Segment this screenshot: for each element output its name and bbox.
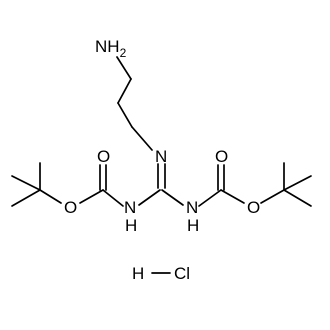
atom-right-carbonyl-o: O xyxy=(215,147,228,166)
bond-right-oester-quatc xyxy=(260,189,285,204)
atom-nh-right-h: H xyxy=(187,216,199,235)
salt-h: H xyxy=(132,264,144,283)
bond-layer xyxy=(11,56,312,274)
bond-nh2-c1 xyxy=(116,56,132,80)
bond-right-carbonyl-oester xyxy=(220,189,245,204)
atom-left-ester-o: O xyxy=(64,198,77,217)
bond-left-carbonyl-oester xyxy=(79,189,104,204)
bond-left-oester-quatc xyxy=(39,189,62,204)
bond-c3-n xyxy=(131,126,153,151)
atom-nh-left-n: N xyxy=(124,198,136,217)
atom-right-ester-o: O xyxy=(247,198,260,217)
bond-right-quatc-me-bottom xyxy=(283,189,312,207)
bond-right-quatc-me-right xyxy=(283,175,312,191)
atom-imine-n: N xyxy=(155,147,167,166)
bond-c-nh-left xyxy=(138,189,161,206)
bond-left-quatc-me-left xyxy=(11,175,41,191)
atom-left-carbonyl-o: O xyxy=(97,147,110,166)
bond-c-nh-right xyxy=(161,189,184,206)
bond-nh-left-carbonyl xyxy=(102,189,124,207)
bond-nh-right-carbonyl xyxy=(198,189,222,207)
atom-nh-right-n: N xyxy=(186,198,198,217)
atom-nh2: NH2 xyxy=(95,37,127,60)
salt-cl: Cl xyxy=(174,264,190,283)
atom-layer: NH2 N O O O O N H N H H Cl xyxy=(64,37,260,283)
atom-nh-left-h: H xyxy=(125,216,137,235)
bond-c2-c3 xyxy=(117,102,133,128)
bond-c1-c2 xyxy=(117,78,132,104)
bond-left-quatc-me-bottom xyxy=(11,189,41,207)
